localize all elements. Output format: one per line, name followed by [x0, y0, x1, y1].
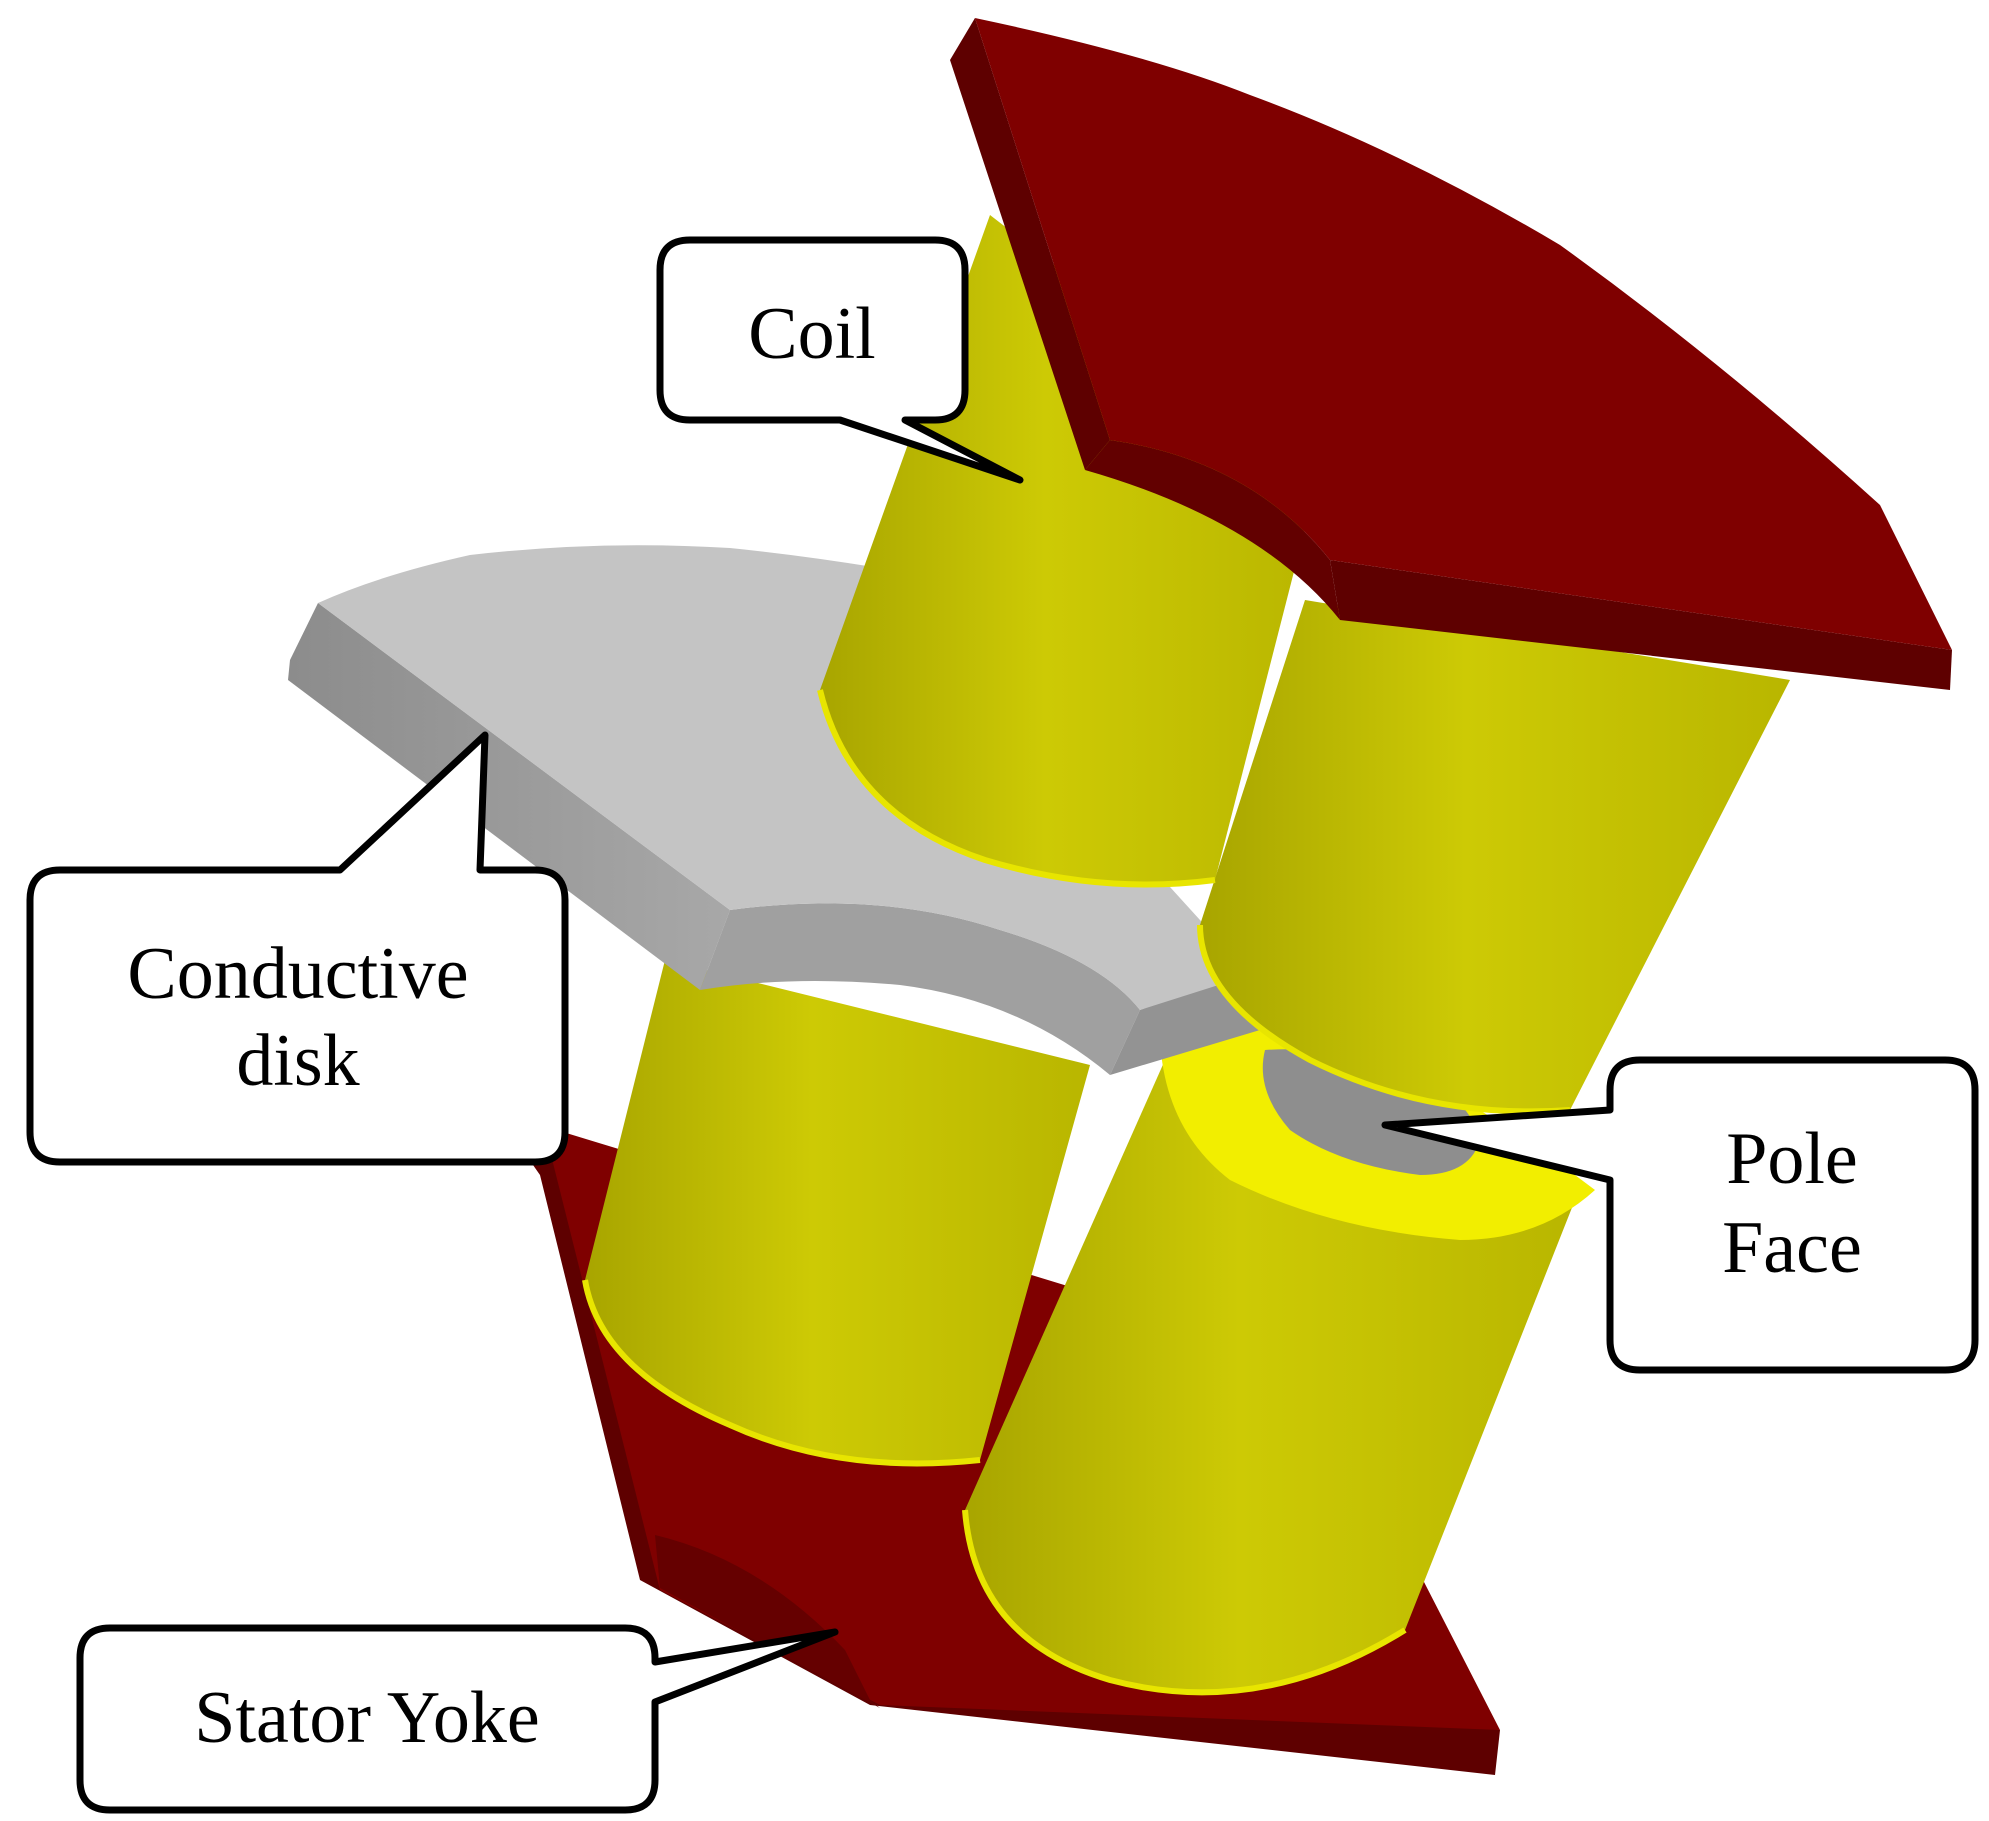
callout-conductive-disk-label-line1: Conductive: [127, 933, 468, 1015]
callout-stator-yoke-box: [76, 1624, 839, 1814]
callout-coil: Coil: [656, 236, 1024, 484]
callout-pole-face-label-line1: Pole: [1726, 1118, 1858, 1200]
disk-side-left: [288, 603, 730, 990]
callout-stator-yoke: Stator Yoke: [76, 1624, 839, 1814]
coil-lower-right-bottom-edge: [962, 1509, 1407, 1696]
coil-lower-left-bottom-edge: [582, 1279, 981, 1467]
upper-stator-yoke: [950, 18, 1952, 690]
callout-conductive-disk-box: [26, 731, 569, 1166]
coil-upper-right-bottom-edge: [1197, 924, 1571, 1115]
disk-top: [318, 545, 1250, 1010]
conductive-disk: [288, 545, 1260, 1075]
callout-conductive-disk: Conductive disk: [26, 731, 569, 1166]
callout-pole-face-box: [1381, 1056, 1979, 1374]
disk-side-right: [1110, 970, 1260, 1075]
callout-coil-box: [656, 236, 1024, 484]
callout-pole-face: Pole Face: [1381, 1056, 1979, 1374]
upper-yoke-side-front: [1085, 440, 1340, 620]
callout-pole-face-label-line2: Face: [1722, 1207, 1862, 1289]
coil-lower-left-body: [585, 960, 1090, 1464]
coil-upper-right: [1197, 600, 1790, 1115]
coil-upper-left-bottom-edge: [817, 689, 1216, 888]
disk-side-front: [700, 903, 1140, 1075]
callout-conductive-disk-label-line2: disk: [236, 1020, 359, 1102]
coil-lower-right: [962, 1025, 1595, 1696]
coil-lower-left: [582, 960, 1090, 1467]
callout-coil-label: Coil: [748, 293, 875, 375]
coil-upper-right-body: [1200, 600, 1790, 1112]
upper-yoke-top: [975, 18, 1952, 650]
lower-yoke-rim: [655, 1535, 880, 1708]
callout-stator-yoke-label: Stator Yoke: [194, 1677, 539, 1759]
upper-yoke-side-left: [950, 18, 1110, 470]
upper-yoke-side-right: [1330, 560, 1952, 690]
